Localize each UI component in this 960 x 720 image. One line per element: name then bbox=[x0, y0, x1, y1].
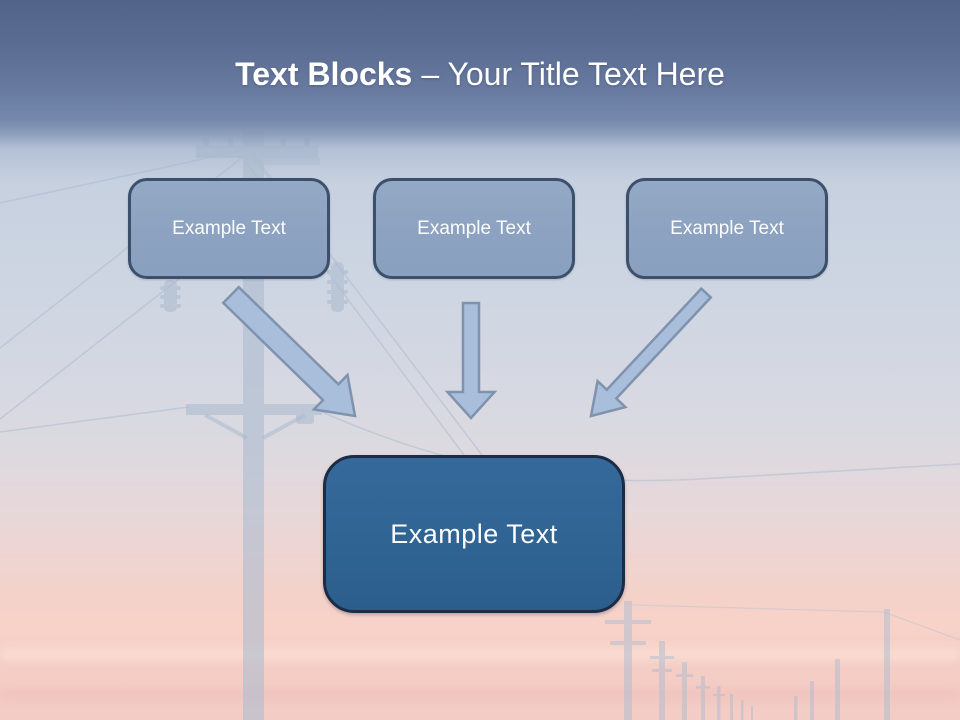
text-block-2-label: Example Text bbox=[417, 217, 531, 239]
header-banner bbox=[0, 0, 960, 182]
distant-power-wire bbox=[631, 604, 960, 641]
crossarm-braces bbox=[204, 413, 306, 440]
arrow-down-right-icon[interactable] bbox=[221, 285, 357, 418]
slide-title: Text Blocks– Your Title Text Here bbox=[0, 52, 960, 96]
text-block-1-label: Example Text bbox=[172, 217, 286, 239]
text-block-2[interactable]: Example Text bbox=[373, 178, 575, 279]
arrow-down-left-icon[interactable] bbox=[589, 286, 713, 418]
center-text-block-label: Example Text bbox=[390, 518, 558, 549]
text-block-1[interactable]: Example Text bbox=[128, 178, 330, 279]
center-text-block[interactable]: Example Text bbox=[323, 455, 625, 613]
arrow-down-icon[interactable] bbox=[444, 301, 498, 420]
text-block-3[interactable]: Example Text bbox=[626, 178, 828, 279]
distant-pole-row-silhouette bbox=[605, 601, 890, 720]
text-block-3-label: Example Text bbox=[670, 217, 784, 239]
title-regular-part: – Your Title Text Here bbox=[421, 56, 725, 92]
title-bold-part: Text Blocks bbox=[235, 56, 413, 92]
